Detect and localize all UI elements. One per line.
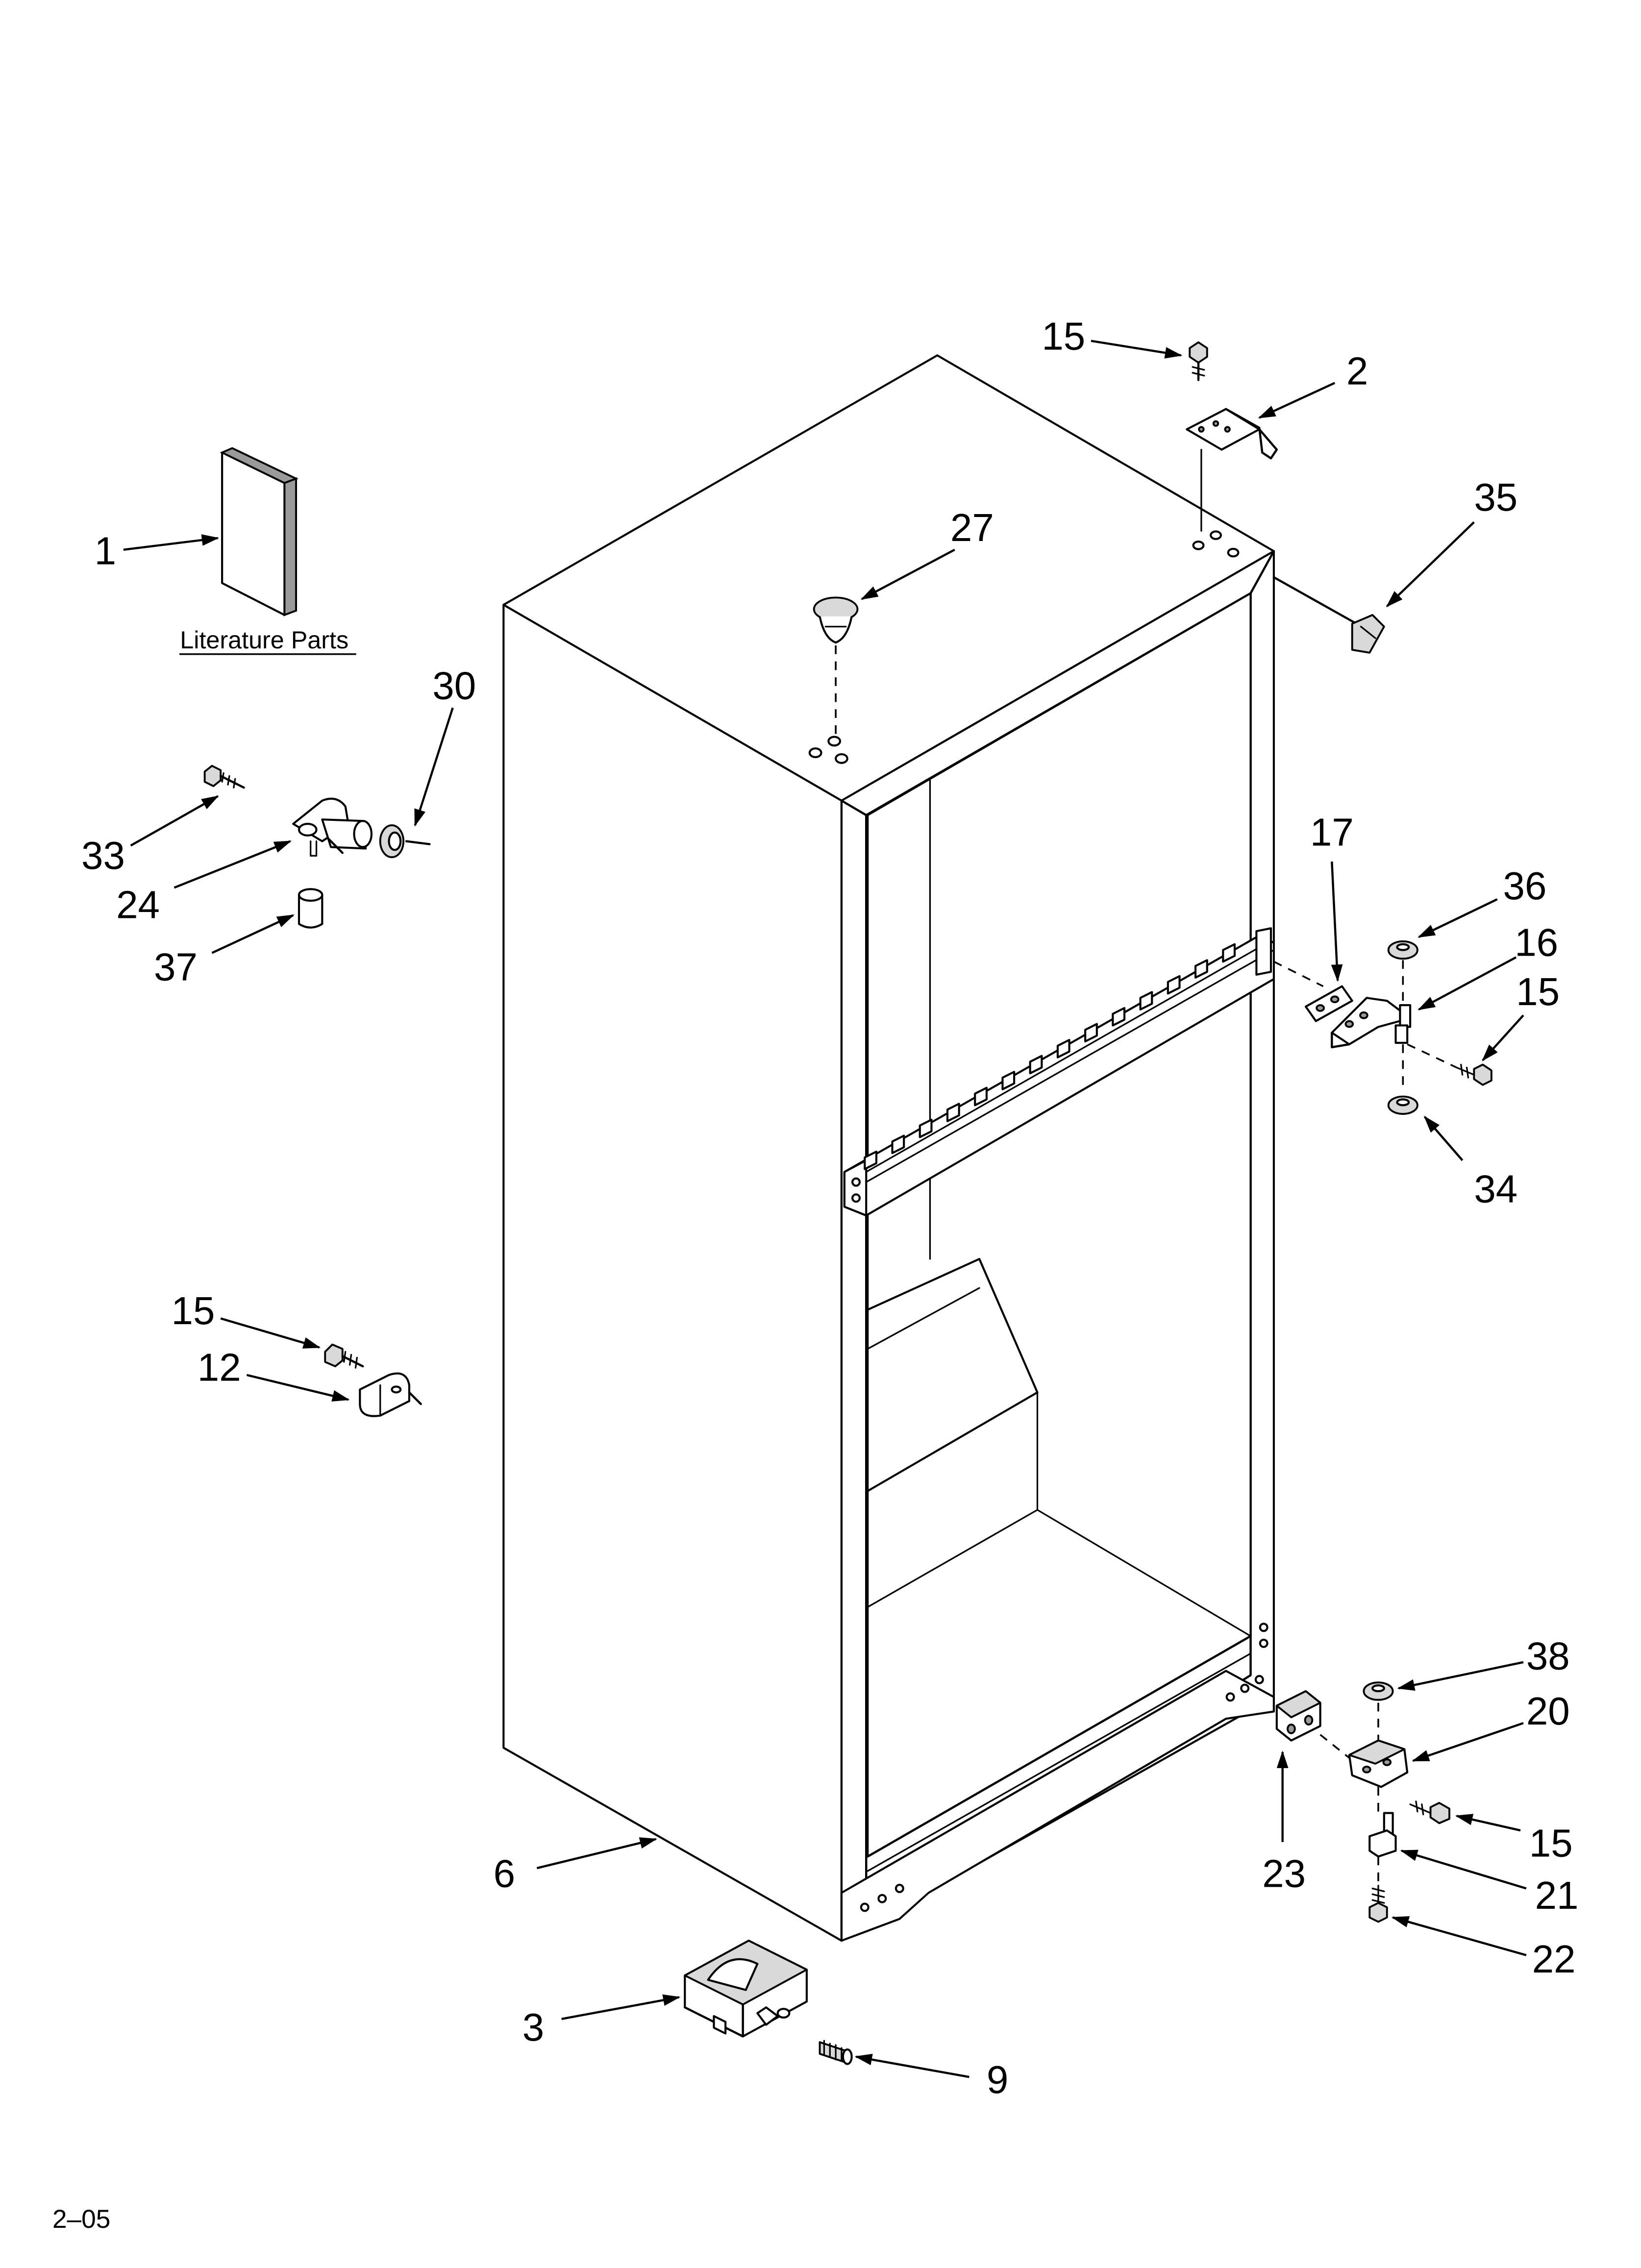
screw-part-22 (1368, 1884, 1388, 1923)
washer-part-34 (1387, 1095, 1418, 1115)
callout-21: 21 (1535, 1874, 1579, 1917)
callout-37: 37 (154, 945, 198, 989)
bracket-part-2 (1186, 408, 1278, 532)
washer-part-36 (1387, 940, 1418, 960)
hinge-part-20 (1348, 1739, 1409, 1813)
screw-part-15-left (324, 1343, 364, 1369)
callout-12: 12 (198, 1346, 241, 1389)
callout-labels: 1 2 3 6 9 12 15 15 15 15 16 17 20 21 22 … (52, 314, 1579, 2234)
cover-part-12 (359, 1372, 422, 1417)
callout-3: 3 (522, 2005, 544, 2049)
callout-16: 16 (1515, 920, 1558, 964)
leader-arrows (123, 340, 1527, 2078)
literature-parts-booklet (220, 447, 298, 616)
callout-24: 24 (116, 883, 160, 926)
literature-parts-label: Literature Parts (180, 626, 348, 654)
callout-2: 2 (1346, 349, 1368, 393)
callout-9: 9 (987, 2058, 1008, 2101)
hinge-part-16 (1331, 960, 1412, 1091)
callout-30: 30 (432, 664, 476, 708)
washer-part-30 (379, 824, 431, 859)
callout-15-bottom: 15 (1529, 1821, 1573, 1865)
footer-code: 2–05 (52, 2205, 110, 2234)
screw-part-15-bottom (1409, 1800, 1450, 1824)
callout-38: 38 (1526, 1634, 1570, 1678)
cabinet-part-6 (502, 354, 1275, 1942)
callout-35: 35 (1474, 475, 1517, 519)
clip-part-35 (1272, 576, 1385, 654)
screw-part-15-middle (1407, 1043, 1492, 1086)
center-divider-rail (843, 927, 1275, 1217)
screw-part-33 (203, 764, 245, 789)
callout-33: 33 (81, 834, 125, 877)
pin-part-21 (1368, 1812, 1397, 1886)
callout-17: 17 (1310, 810, 1354, 854)
hinge-part-24 (292, 797, 373, 857)
callout-34: 34 (1474, 1167, 1517, 1211)
callout-1: 1 (95, 529, 116, 572)
callout-36: 36 (1503, 864, 1547, 908)
spacer-part-23 (1275, 1690, 1350, 1759)
hinge-plate-part-17 (1273, 961, 1353, 1022)
washer-part-38 (1363, 1681, 1394, 1741)
callout-20: 20 (1526, 1689, 1570, 1733)
bushing-part-37 (298, 888, 323, 929)
roller-assembly-part-3 (684, 1939, 808, 2038)
adjusting-screw-part-9 (819, 2040, 853, 2065)
callout-23: 23 (1262, 1852, 1306, 1896)
screw-part-15-top (1189, 341, 1208, 381)
plug-part-27 (813, 596, 859, 737)
callout-15-left: 15 (172, 1289, 215, 1332)
callout-15-middle: 15 (1516, 970, 1560, 1013)
callout-15-top: 15 (1042, 314, 1085, 358)
callout-6: 6 (494, 1852, 515, 1896)
callout-22: 22 (1532, 1937, 1576, 1981)
callout-27: 27 (950, 506, 994, 549)
